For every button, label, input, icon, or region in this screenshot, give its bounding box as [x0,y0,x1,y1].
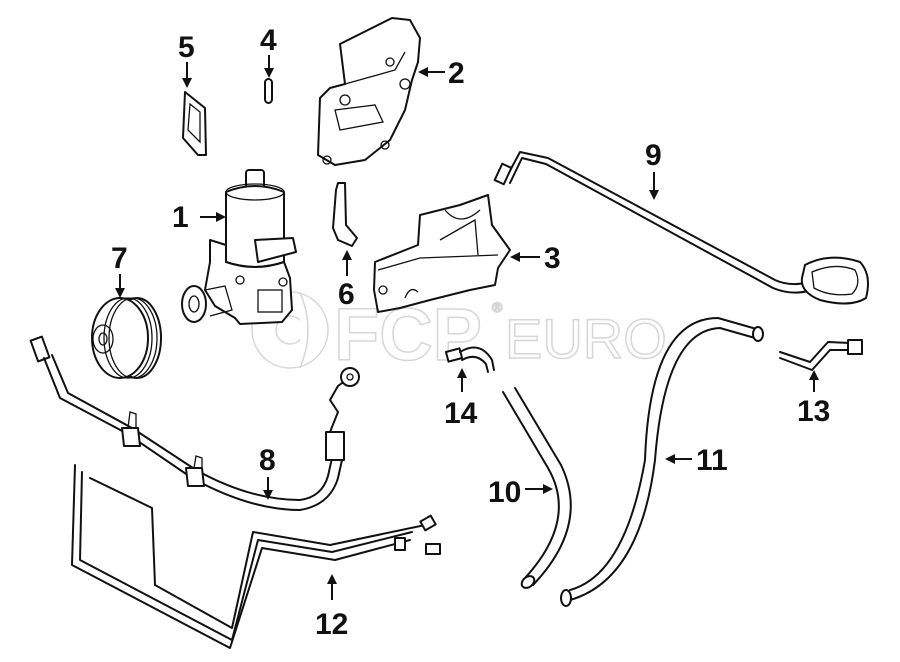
watermark-brand-secondary: EURO [505,307,667,370]
part-2-pump-bracket[interactable] [317,17,421,166]
callout-4[interactable]: 4 [260,24,277,78]
part-3-bracket[interactable] [373,194,511,313]
callout-8[interactable]: 8 [259,444,276,500]
part-6-support-strap[interactable] [332,182,358,247]
callout-2[interactable]: 2 [418,57,465,90]
callout-11[interactable]: 11 [665,444,728,477]
part-11-hose[interactable] [560,317,764,607]
watermark: FCP ® EURO [251,291,668,377]
part-8-pressure-hose[interactable] [29,335,360,511]
callout-label-3: 3 [544,242,561,275]
part-14-fitting-elbow[interactable] [444,346,495,373]
callout-label-1: 1 [172,201,189,234]
callout-14[interactable]: 14 [444,368,478,430]
callout-label-12: 12 [315,608,348,641]
part-13-fitting-tube[interactable] [779,339,863,371]
callout-label-10: 10 [488,476,521,509]
callout-13[interactable]: 13 [797,370,830,428]
callout-label-14: 14 [444,397,478,430]
callout-label-4: 4 [260,24,277,57]
callout-label-7: 7 [111,242,128,275]
callout-3[interactable]: 3 [510,242,561,275]
callout-label-5: 5 [178,31,195,64]
callout-7[interactable]: 7 [111,242,128,298]
callout-1[interactable]: 1 [172,201,226,234]
callout-label-11: 11 [696,444,728,477]
watermark-registered-mark: ® [492,299,503,315]
part-9-return-line[interactable] [493,151,869,305]
callout-label-8: 8 [259,444,276,477]
callout-10[interactable]: 10 [488,476,553,509]
callout-5[interactable]: 5 [178,31,195,88]
callout-label-2: 2 [448,57,465,90]
part-5-gasket[interactable] [182,91,207,156]
part-1-power-steering-pump[interactable] [181,169,297,325]
callout-9[interactable]: 9 [645,139,662,200]
callout-6[interactable]: 6 [338,250,355,311]
part-7-pulley[interactable] [91,297,162,379]
callout-label-9: 9 [645,139,662,172]
callout-12[interactable]: 12 [315,574,348,641]
part-4-seal[interactable] [264,78,273,104]
part-12-cooler-lines[interactable] [71,464,441,649]
callout-label-6: 6 [338,278,355,311]
part-10-hose[interactable] [502,387,572,590]
callout-label-13: 13 [797,395,830,428]
